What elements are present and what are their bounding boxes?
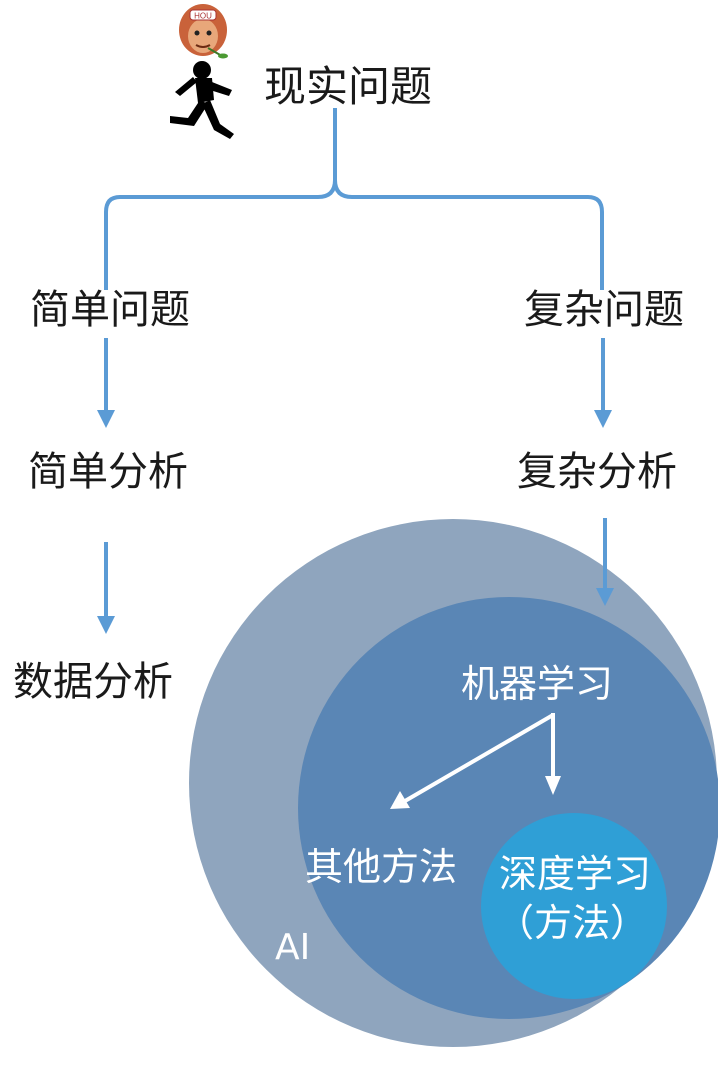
- arrow-simple-problem-to-analysis: [97, 338, 115, 428]
- arrow-complex-problem-to-analysis: [594, 338, 612, 428]
- label-complex-analysis: 复杂分析: [517, 449, 677, 495]
- label-deep-learning: 深度学习: [499, 852, 652, 896]
- arrow-to-other-methods: [390, 791, 410, 809]
- label-machine-learning: 机器学习: [461, 662, 614, 706]
- running-man-icon: HOU: [170, 4, 234, 139]
- label-complex-problem: 复杂问题: [524, 287, 684, 333]
- head-badge-text: HOU: [194, 12, 212, 21]
- label-deep-learning-method: （方法）: [496, 901, 649, 945]
- label-simple-problem: 简单问题: [30, 287, 190, 333]
- arrow-simple-analysis-to-data: [97, 542, 115, 634]
- brace-right-arm: [333, 179, 604, 290]
- label-real-problem: 现实问题: [264, 62, 433, 111]
- label-simple-analysis: 简单分析: [28, 449, 188, 495]
- eye-left: [194, 30, 200, 36]
- leaf-shape: [218, 53, 228, 59]
- inner-circle-dl: [481, 813, 667, 999]
- runner-body: [170, 61, 234, 139]
- arrow-to-deep-learning: [545, 776, 561, 795]
- brace-left-arm: [104, 108, 337, 290]
- label-other-methods: 其他方法: [305, 845, 458, 889]
- label-data-analysis: 数据分析: [13, 659, 173, 705]
- eye-right: [206, 30, 212, 36]
- head-badge: [189, 9, 217, 21]
- ml-arrows: [390, 713, 561, 809]
- arrow-complex-analysis-to-circle: [596, 518, 614, 606]
- top-brace-connector: [104, 108, 604, 290]
- label-ai: AI: [275, 927, 311, 968]
- face-shape: [188, 19, 218, 53]
- mouth-shape: [195, 44, 211, 48]
